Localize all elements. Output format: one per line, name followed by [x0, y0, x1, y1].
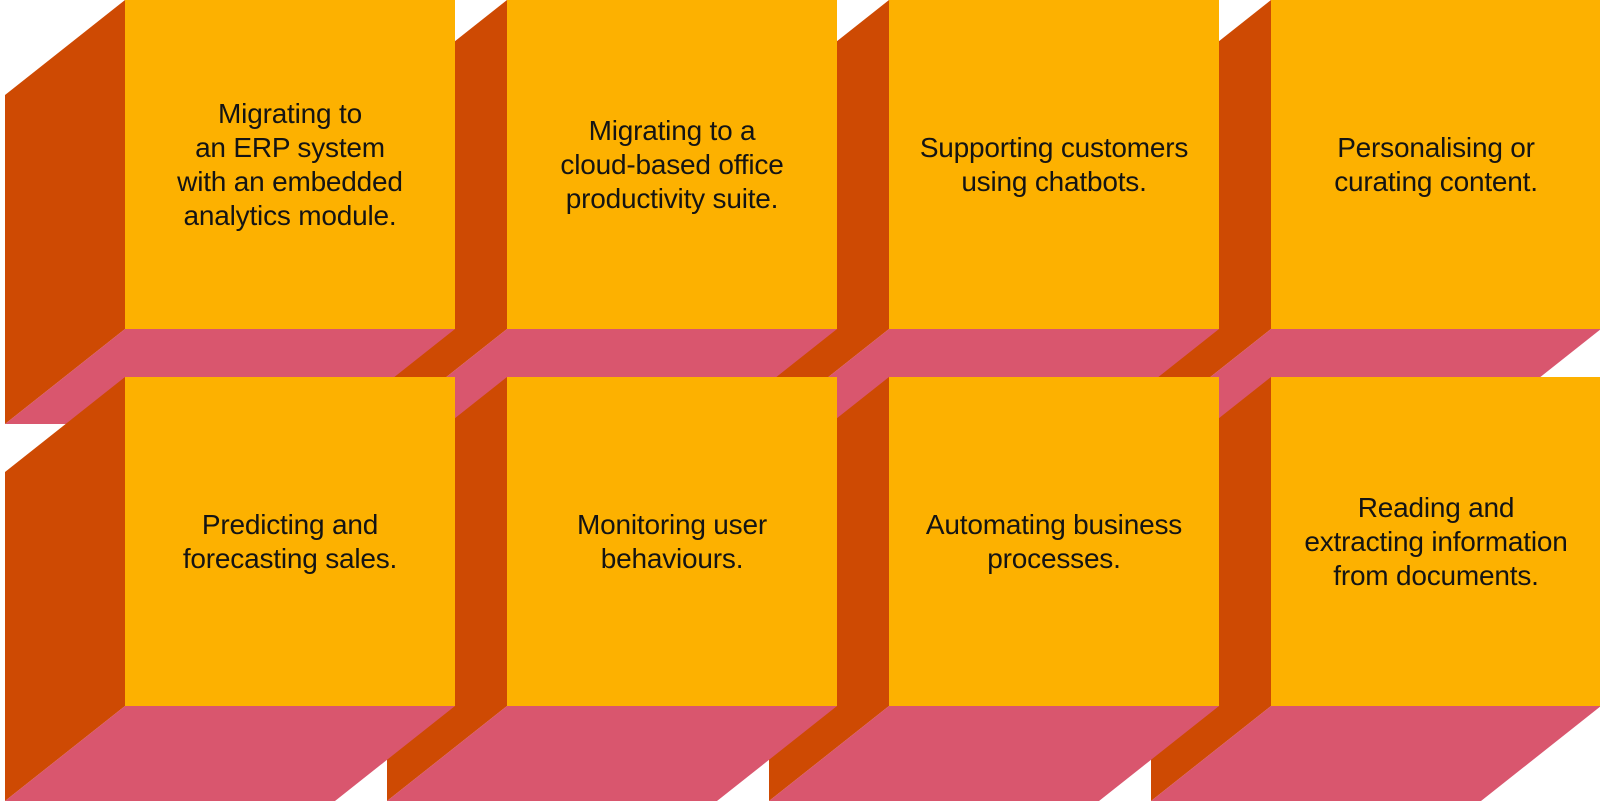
cube-7-front-face: [889, 377, 1219, 706]
cube-4-front-face: [1271, 0, 1600, 329]
cube-8-bottom-face: [1151, 706, 1600, 801]
cube-5-front-face: [125, 377, 455, 706]
cube-5-bottom-face: [5, 706, 455, 801]
cube-1-left-face: [5, 0, 125, 424]
cube-1-front-face: [125, 0, 455, 329]
cube-6-front-face: [507, 377, 837, 706]
cube-2-front-face: [507, 0, 837, 329]
cube-6-bottom-face: [387, 706, 837, 801]
cube-3-front-face: [889, 0, 1219, 329]
cube-5-left-face: [5, 377, 125, 801]
cube-8-front-face: [1271, 377, 1600, 706]
cube-7-bottom-face: [769, 706, 1219, 801]
